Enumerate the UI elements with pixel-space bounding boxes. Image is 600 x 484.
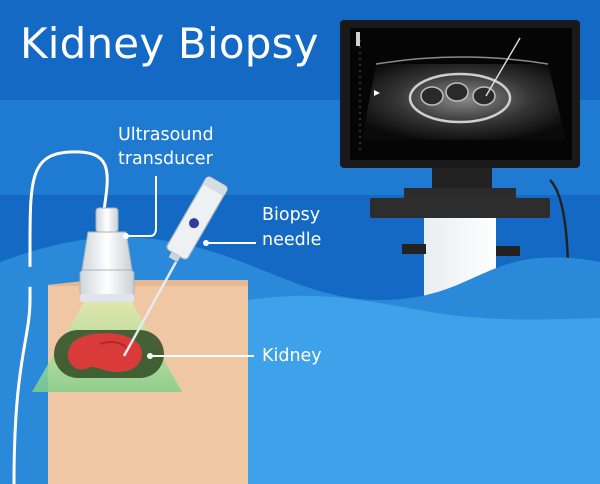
kidney-organ-icon [54,330,164,378]
needle-leader-dot [203,240,209,246]
page-title: Kidney Biopsy [20,19,319,68]
transducer-cable [12,150,109,484]
transducer-leader-dot [123,233,129,239]
transducer-label-line2: transducer [118,149,214,169]
ultrasound-probe-icon [79,207,135,302]
biopsy-needle-icon [122,176,228,357]
foreground-wave [248,295,600,484]
kidney-leader-dot [147,353,153,359]
ultrasound-monitor-icon [340,20,580,302]
kidney-label: Kidney [262,346,322,366]
needle-label-line2: needle [262,230,321,250]
transducer-label-line1: Ultrasound [118,125,214,145]
transducer-leader-line [126,176,157,237]
needle-label-line1: Biopsy [262,205,320,225]
